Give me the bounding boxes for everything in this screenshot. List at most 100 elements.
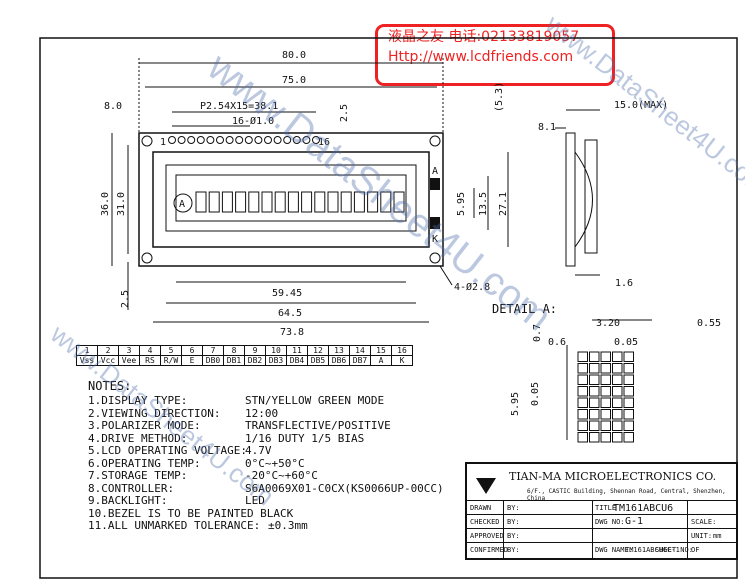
detail-dot: [623, 409, 634, 420]
detail-dot: [589, 432, 600, 443]
char-cell: [274, 191, 286, 213]
dim-pitch: P2.54X15=38.1: [200, 101, 278, 112]
note-value: 1/16 DUTY 1/5 BIAS: [245, 431, 365, 445]
pcb-outline: [138, 132, 444, 267]
pin-hole: [283, 136, 292, 144]
detail-055: 0.55: [697, 318, 721, 329]
dim-738: 73.8: [280, 327, 304, 338]
company-address: 6/F., CASTIC Building, Shennan Road, Cen…: [527, 488, 726, 502]
pin-number-cell: 11: [286, 345, 308, 356]
char-cell: [393, 191, 405, 213]
dwg-name-label: DWG NAME:: [595, 546, 633, 554]
detail-a-grid: [577, 351, 634, 443]
note-label: 6.OPERATING TEMP:: [88, 456, 201, 470]
char-cell: [314, 191, 326, 213]
note-value: 0°C~+50°C: [245, 456, 305, 470]
detail-dot: [623, 397, 634, 408]
pin-number-cell: 7: [202, 345, 224, 356]
pin-name-cell: DB6: [328, 355, 350, 366]
pin-hole: [312, 136, 320, 144]
dim-pin-dia: 16-Ø1.0: [232, 115, 274, 127]
pin-number-cell: 2: [97, 345, 119, 356]
pin-hole: [187, 136, 196, 144]
mount-hole-tl: [141, 135, 153, 147]
pin-hole: [244, 136, 253, 144]
detail-dot: [612, 386, 623, 397]
detail-dot: [623, 374, 634, 385]
pin-number-cell: 13: [328, 345, 350, 356]
detail-dot: [612, 409, 623, 420]
pin-number-cell: 8: [223, 345, 245, 356]
detail-dot: [577, 420, 588, 431]
pin-hole: [225, 136, 234, 144]
detail-dot: [589, 351, 600, 362]
dim-15max: 15.0(MAX): [614, 100, 668, 111]
detail-320: 3.20: [596, 318, 620, 329]
drawing-border: [39, 37, 738, 579]
pin-number-cell: 3: [118, 345, 140, 356]
detail-dot: [600, 432, 611, 443]
dim-645: 64.5: [278, 308, 302, 319]
view-area: [165, 164, 417, 232]
pin-hole: [206, 136, 215, 144]
pin-name-cell: DB1: [223, 355, 245, 366]
char-cell: [380, 191, 392, 213]
dim-16: 1.6: [615, 278, 633, 289]
detail-dot: [577, 363, 588, 374]
mount-hole-tr: [429, 135, 441, 147]
pin-name-cell: DB2: [244, 355, 266, 366]
note-value: 4.7V: [245, 444, 272, 457]
pad-a: [430, 178, 440, 190]
sheet-value: OF: [691, 546, 700, 554]
note-label: 8.CONTROLLER:: [88, 481, 175, 495]
dim-25-bot: 2.5: [120, 290, 131, 308]
detail-dot: [600, 386, 611, 397]
char-cell: [235, 191, 247, 213]
detail-dot: [577, 386, 588, 397]
char-cell: [301, 191, 313, 213]
confirmed-label: CONFIRMED: [470, 546, 508, 554]
detail-dot: [577, 374, 588, 385]
char-cell: [327, 191, 339, 213]
detail-06: 0.6: [548, 337, 566, 348]
dim-81: 8.1: [538, 122, 556, 133]
detail-dot: [623, 420, 634, 431]
dim-31: 31.0: [116, 192, 127, 216]
pin-hole: [292, 136, 301, 144]
contact-phone: 液晶之友 电话:02133819057: [388, 29, 580, 45]
dwg-no-label: DWG NO:: [595, 518, 625, 526]
note-label: 7.STORAGE TEMP:: [88, 469, 188, 482]
detail-dot: [623, 363, 634, 374]
detail-dot: [612, 363, 623, 374]
note-label: 9.BACKLIGHT:: [88, 494, 168, 507]
detail-dot: [589, 363, 600, 374]
note-label: 4.DRIVE METHOD:: [88, 431, 188, 445]
dwg-name-value: TM161ABCU6C-1: [625, 546, 680, 554]
dim-75: 75.0: [282, 75, 306, 86]
char-cell: [353, 191, 365, 213]
note-value: S6A0069X01-C0CX(KS0066UP-00CC): [245, 481, 444, 495]
pin-hole: [254, 136, 263, 144]
pin-name-cell: Vss: [76, 355, 98, 366]
pin-name-cell: DB7: [349, 355, 371, 366]
title-label: TITLE: [595, 504, 617, 512]
notes-heading: NOTES:: [88, 379, 132, 393]
contact-url[interactable]: Http://www.lcdfriends.com: [388, 49, 574, 65]
mount-hole-bl: [141, 252, 153, 264]
pin-number-cell: 9: [244, 345, 266, 356]
note-label: 10.BEZEL IS TO BE PAINTED BLACK: [88, 506, 294, 520]
dim-271: 27.1: [498, 192, 509, 216]
pin-hole: [216, 136, 224, 144]
company-logo: [476, 478, 496, 494]
detail-07: 0.7: [532, 324, 543, 342]
detail-dot: [600, 397, 611, 408]
label-pin16: 16: [318, 137, 330, 148]
detail-dot: [577, 409, 588, 420]
pin-hole: [273, 136, 282, 144]
pin-name-cell: K: [391, 355, 413, 366]
detail-005b: 0.05: [530, 382, 541, 406]
dim-5945: 59.45: [272, 288, 302, 299]
pin-name-cell: DB5: [307, 355, 329, 366]
scale-label: SCALE:: [691, 518, 717, 526]
